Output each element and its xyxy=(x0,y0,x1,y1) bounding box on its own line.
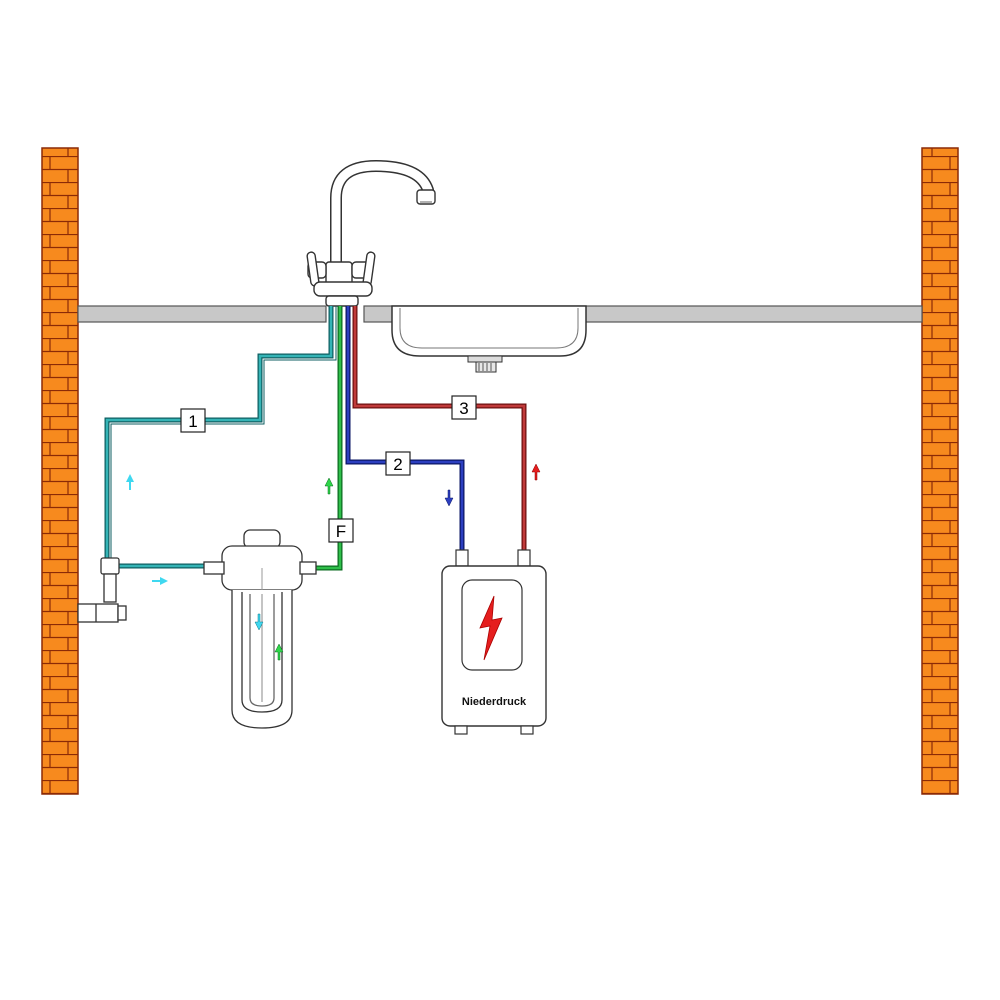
pipe-cold-water xyxy=(104,306,337,569)
label-line-3: 3 xyxy=(451,395,477,420)
heater-label: Niederdruck xyxy=(462,696,527,708)
label-line-f: F xyxy=(328,518,354,543)
label-line-1: 1 xyxy=(180,408,206,433)
angle-valve xyxy=(77,557,127,623)
flow-arrow-filtered-up xyxy=(324,477,334,495)
flow-arrow-cold-right xyxy=(152,577,168,585)
pipe-filtered-water xyxy=(314,306,343,571)
flow-arrow-to-heater-down xyxy=(444,489,454,507)
flow-arrow-filter-up xyxy=(274,643,284,661)
svg-text:3: 3 xyxy=(459,399,468,418)
flow-arrow-from-heater-up xyxy=(531,463,541,481)
water-heater: Niederdruck xyxy=(441,549,547,735)
water-filter xyxy=(203,529,317,729)
svg-text:2: 2 xyxy=(393,455,402,474)
svg-text:1: 1 xyxy=(188,412,197,431)
flow-arrow-cold-up xyxy=(126,474,134,490)
pipe-from-heater xyxy=(352,306,527,552)
label-line-2: 2 xyxy=(385,451,411,476)
left-wall xyxy=(41,147,79,795)
right-wall xyxy=(921,147,959,795)
sink-basin xyxy=(391,305,587,373)
svg-text:F: F xyxy=(336,522,346,541)
flow-arrow-filter-down xyxy=(254,613,264,631)
faucet xyxy=(306,159,436,307)
lightning-bolt-icon xyxy=(479,595,503,661)
